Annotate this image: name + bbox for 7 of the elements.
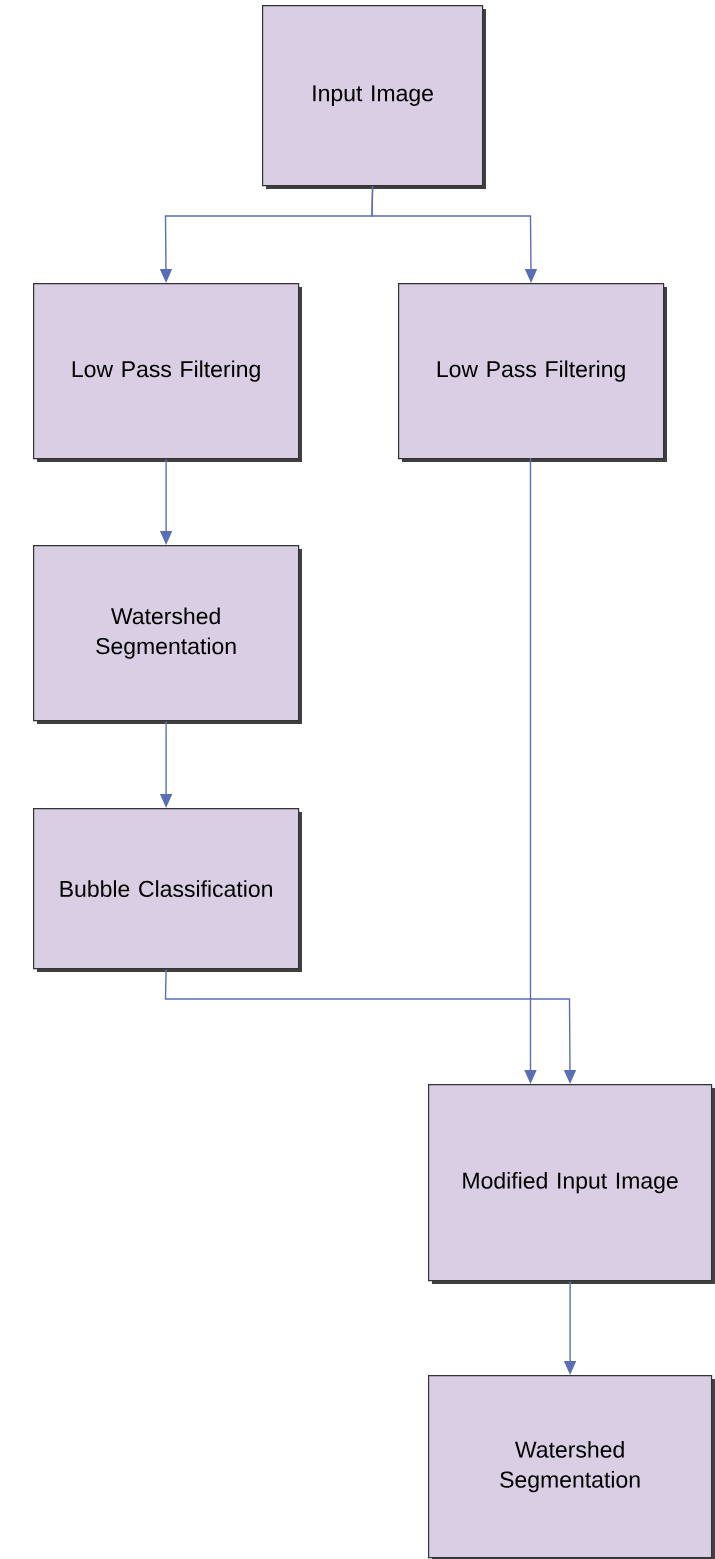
process-box: Input Image — [262, 5, 486, 189]
process-box: Bubble Classification — [33, 808, 302, 972]
process-box: Low Pass Filtering — [33, 283, 302, 462]
process-box: Low Pass Filtering — [398, 283, 667, 462]
process-box: Modified Input Image — [428, 1084, 715, 1284]
process-box: Watershed Segmentation — [33, 545, 302, 724]
process-box: Watershed Segmentation — [428, 1375, 715, 1559]
